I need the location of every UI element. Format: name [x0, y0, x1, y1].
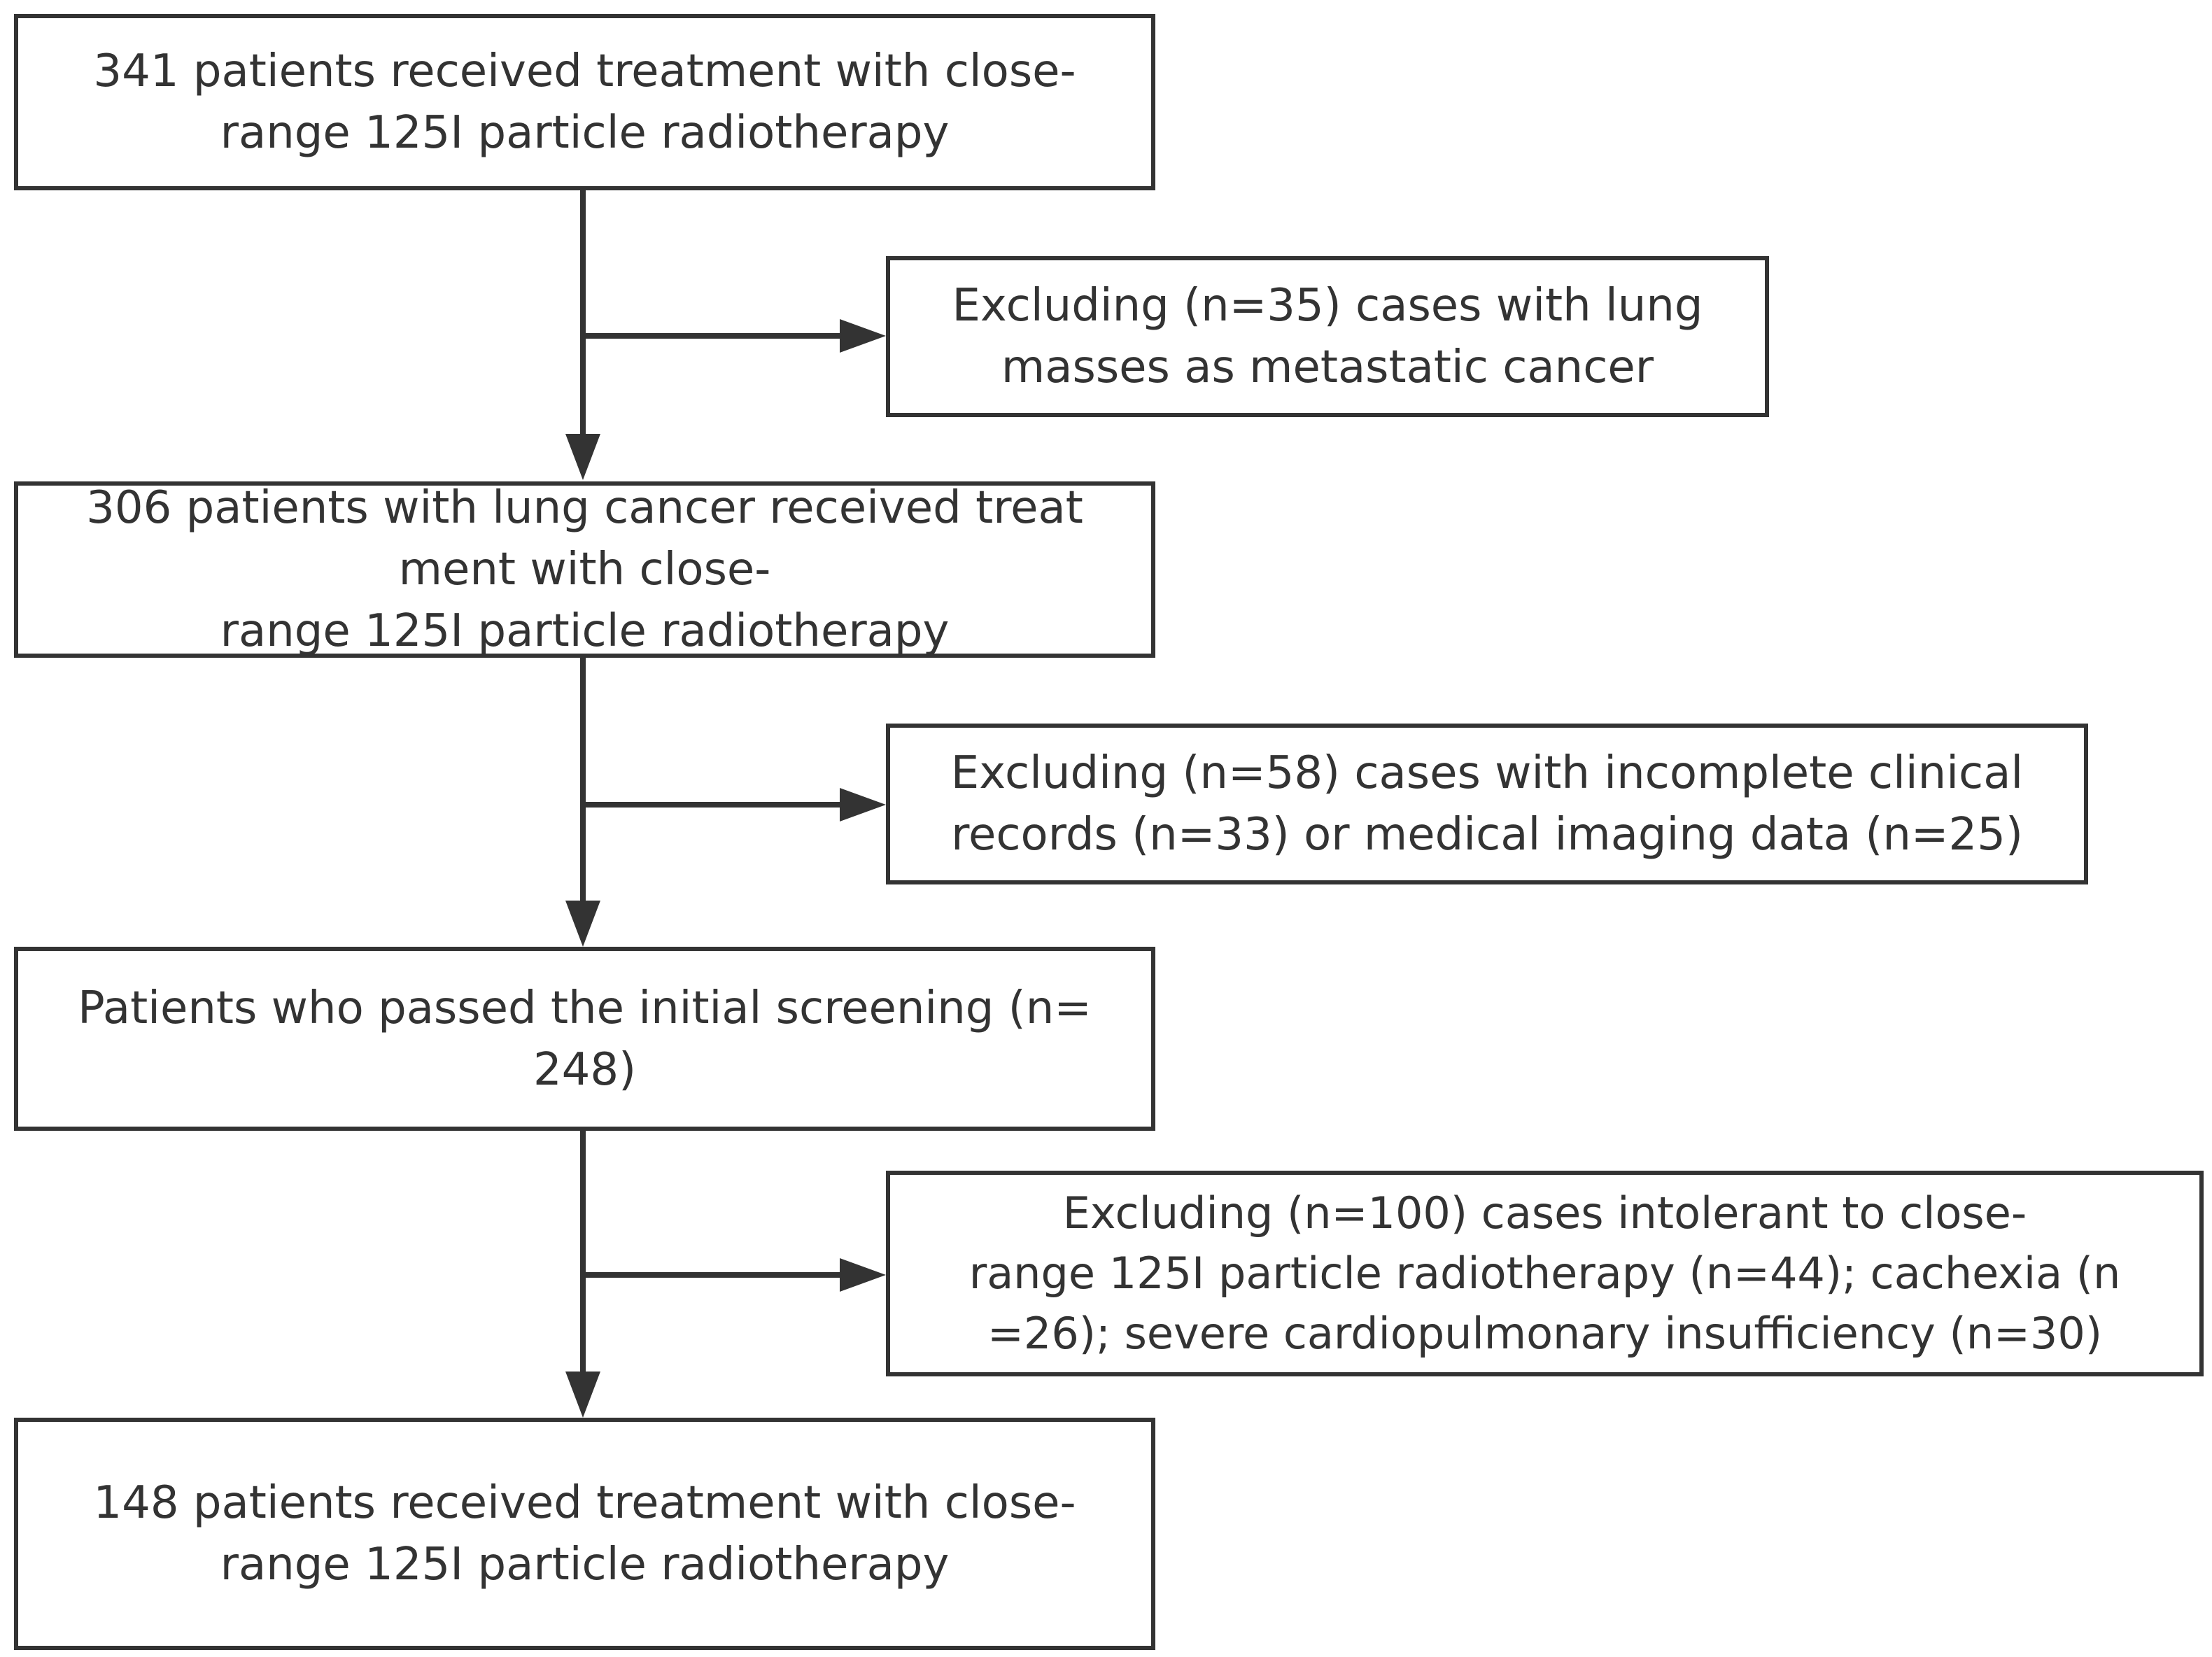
exclusion-2-line-1: Excluding (n=58) cases with incomplete c…: [950, 747, 2024, 799]
step-4-line-2: range 125I particle radiotherapy: [220, 1539, 950, 1591]
step-2-line-1: 306 patients with lung cancer received t…: [86, 482, 1083, 534]
arrowhead-exclusion-2: [840, 788, 886, 822]
main-flow-arrows: [565, 190, 600, 1418]
exclusion-3-line-3: =26); severe cardiopulmonary insufficien…: [987, 1308, 2103, 1359]
exclusion-box-1: Excluding (n=35) cases with lung masses …: [886, 256, 1769, 417]
step-box-2: 306 patients with lung cancer received t…: [14, 481, 1155, 658]
exclusion-box-3: Excluding (n=100) cases intolerant to cl…: [886, 1171, 2204, 1376]
arrowhead-step3: [565, 901, 600, 947]
step-box-4: 148 patients received treatment with clo…: [14, 1418, 1155, 1650]
exclusion-3-line-1: Excluding (n=100) cases intolerant to cl…: [1062, 1187, 2027, 1239]
exclusion-1-line-2: masses as metastatic cancer: [1001, 341, 1654, 393]
arrowhead-step4: [565, 1372, 600, 1418]
step-2-line-3: range 125I particle radiotherapy: [220, 605, 950, 657]
step-box-1: 341 patients received treatment with clo…: [14, 14, 1155, 190]
step-3-line-2: 248): [533, 1043, 637, 1096]
step-box-3: Patients who passed the initial screenin…: [14, 947, 1155, 1131]
exclusion-branch-arrows: [583, 319, 886, 1292]
step-3-line-1: Patients who passed the initial screenin…: [78, 982, 1092, 1034]
arrowhead-step2: [565, 434, 600, 480]
exclusion-1-line-1: Excluding (n=35) cases with lung: [952, 280, 1703, 332]
exclusion-3-line-2: range 125I particle radiotherapy (n=44);…: [968, 1248, 2121, 1299]
exclusion-2-line-2: records (n=33) or medical imaging data (…: [951, 809, 2023, 861]
arrowhead-exclusion-1: [840, 319, 886, 353]
exclusion-box-2: Excluding (n=58) cases with incomplete c…: [886, 724, 2088, 884]
step-2-line-2: ment with close-: [398, 544, 771, 595]
arrowhead-exclusion-3: [840, 1258, 886, 1292]
step-1-line-1: 341 patients received treatment with clo…: [93, 45, 1076, 97]
step-1-line-2: range 125I particle radiotherapy: [220, 107, 950, 159]
step-4-line-1: 148 patients received treatment with clo…: [93, 1477, 1076, 1529]
